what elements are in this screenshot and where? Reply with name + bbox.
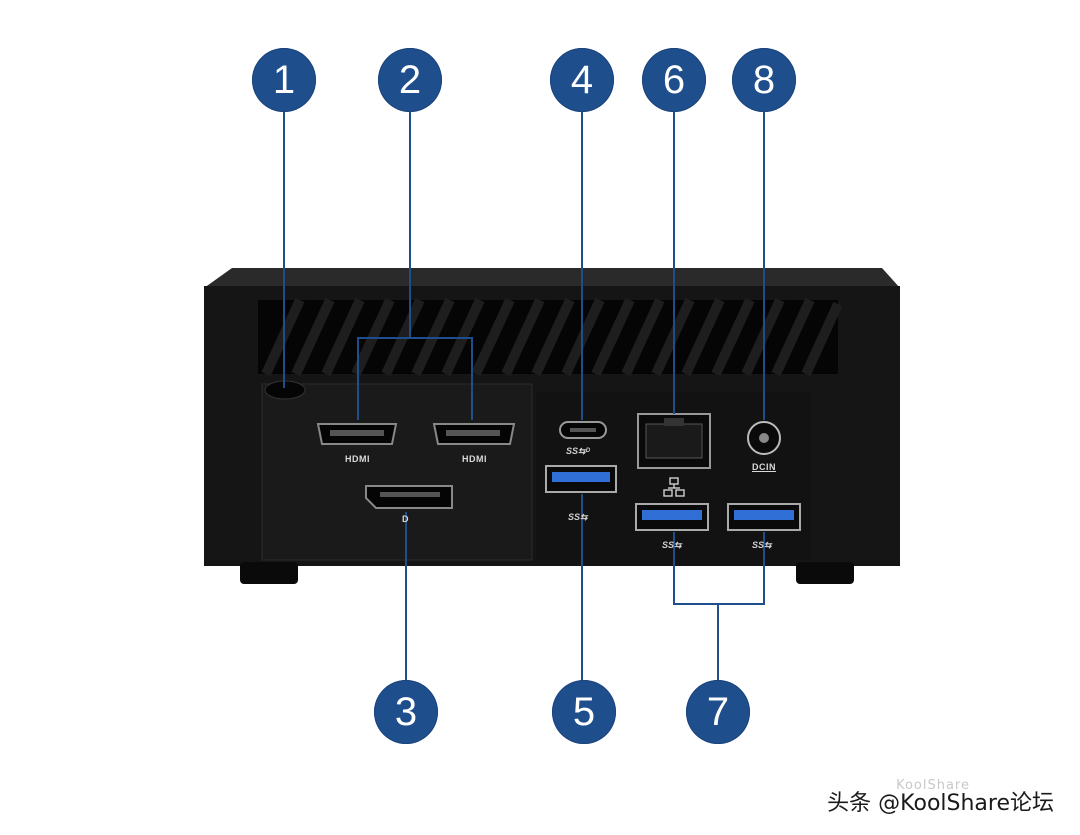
callout-3: 3 (374, 680, 438, 744)
callout-8: 8 (732, 48, 796, 112)
dcin-label: DCIN (752, 462, 776, 472)
foot-right (796, 562, 854, 584)
callout-5: 5 (552, 680, 616, 744)
callout-4: 4 (550, 48, 614, 112)
usb-a-7a-label: SS⇆ (662, 540, 682, 550)
usb-a-port-5 (545, 465, 617, 493)
source-watermark: 头条 @KoolShare论坛 (827, 791, 1054, 816)
hdmi-port-left (316, 423, 398, 445)
callout-6: 6 (642, 48, 706, 112)
hdmi-right-label: HDMI (462, 454, 487, 464)
usb-a-port-7a (635, 503, 709, 531)
lan-icon (663, 477, 685, 497)
displayport (365, 485, 453, 509)
usb-a-port-7b (727, 503, 801, 531)
faint-watermark: KoolShare (896, 778, 970, 793)
usb-c-label: SS⇆ᴰ (566, 446, 591, 456)
foot-left (240, 562, 298, 584)
callout-2: 2 (378, 48, 442, 112)
displayport-label: D (402, 514, 409, 524)
callout-1: 1 (252, 48, 316, 112)
dc-in-port (747, 421, 781, 455)
usb-c-port (559, 421, 607, 439)
ethernet-port (637, 413, 711, 469)
hdmi-left-label: HDMI (345, 454, 370, 464)
left-io-panel (261, 383, 533, 561)
device-top-edge (204, 268, 900, 288)
usb-a-5-label: SS⇆ (568, 512, 588, 522)
leader-lines (283, 112, 765, 680)
hdmi-port-right (432, 423, 516, 445)
callout-7: 7 (686, 680, 750, 744)
usb-a-7b-label: SS⇆ (752, 540, 772, 550)
